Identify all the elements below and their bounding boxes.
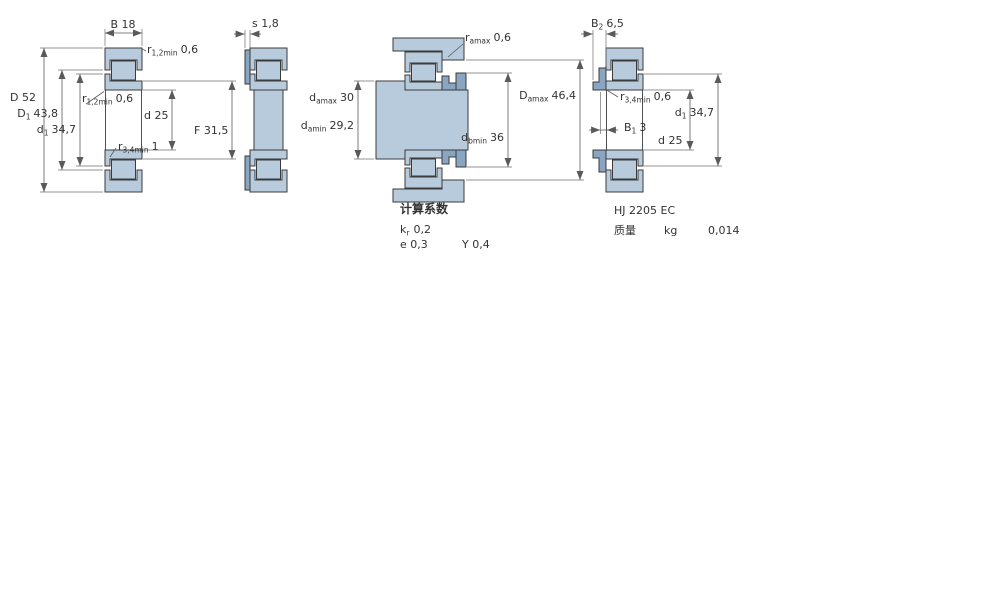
dim-label-B: B 18 bbox=[110, 18, 135, 31]
view1-bearing-cross-section bbox=[104, 47, 143, 193]
hj-angle-ring-top bbox=[592, 67, 607, 91]
view4-bearing-with-angle-ring bbox=[592, 47, 644, 193]
inner-ring-bottom bbox=[104, 149, 143, 167]
factor-e: e 0,3 bbox=[400, 238, 428, 251]
angle-ring-lip-bottom bbox=[244, 155, 251, 191]
cylindrical-roller-bottom bbox=[612, 159, 637, 180]
outer-ring-top bbox=[249, 47, 288, 71]
outer-ring-bottom bbox=[404, 167, 443, 189]
view2-dimensions: s 1,8 bbox=[234, 17, 279, 48]
dim-label-F: F 31,5 bbox=[194, 124, 228, 137]
angle-ring-bottom bbox=[441, 149, 457, 165]
outer-ring-bottom bbox=[104, 169, 143, 193]
cylindrical-roller-top bbox=[411, 63, 436, 82]
angle-ring-designation: HJ 2205 EC bbox=[614, 204, 675, 217]
angle-ring-block: HJ 2205 EC 质量 kg 0,014 bbox=[614, 204, 740, 237]
dim-label-d: d 25 bbox=[144, 109, 168, 122]
outer-ring-top bbox=[104, 47, 143, 71]
mass-value: 0,014 bbox=[708, 224, 740, 237]
outer-ring-top bbox=[404, 51, 443, 73]
inner-ring-top bbox=[249, 73, 288, 91]
hj-angle-ring-bottom bbox=[592, 149, 607, 173]
angle-ring-lip-top bbox=[244, 49, 251, 85]
abutment-collar-top bbox=[455, 72, 467, 91]
abutment-collar-bottom bbox=[455, 149, 467, 168]
dim-label-s: s 1,8 bbox=[252, 17, 279, 30]
inner-ring-bottom bbox=[249, 149, 288, 167]
inner-ring-sleeve bbox=[253, 89, 284, 151]
outer-ring-top bbox=[605, 47, 644, 71]
mass-label: 质量 bbox=[614, 224, 636, 237]
view2-angle-ring-section bbox=[244, 47, 288, 193]
inner-ring-top bbox=[104, 73, 143, 91]
dim-label-d-v4: d 25 bbox=[658, 134, 682, 147]
mass-unit: kg bbox=[664, 224, 677, 237]
angle-ring-top bbox=[441, 75, 457, 91]
cylindrical-roller-top bbox=[111, 60, 136, 81]
cylindrical-roller-top bbox=[612, 60, 637, 81]
cylindrical-roller-bottom bbox=[256, 159, 281, 180]
cylindrical-roller-bottom bbox=[111, 159, 136, 180]
factors-title: 计算系数 bbox=[400, 201, 449, 216]
shaft-with-shoulder bbox=[375, 80, 469, 160]
cylindrical-roller-bottom bbox=[411, 158, 436, 177]
dim-label-D: D 52 bbox=[10, 91, 36, 104]
cylindrical-roller-top bbox=[256, 60, 281, 81]
view3-abutment-section bbox=[375, 37, 469, 203]
outer-ring-bottom bbox=[605, 169, 644, 193]
outer-ring-bottom bbox=[249, 169, 288, 193]
factor-Y: Y 0,4 bbox=[461, 238, 490, 251]
